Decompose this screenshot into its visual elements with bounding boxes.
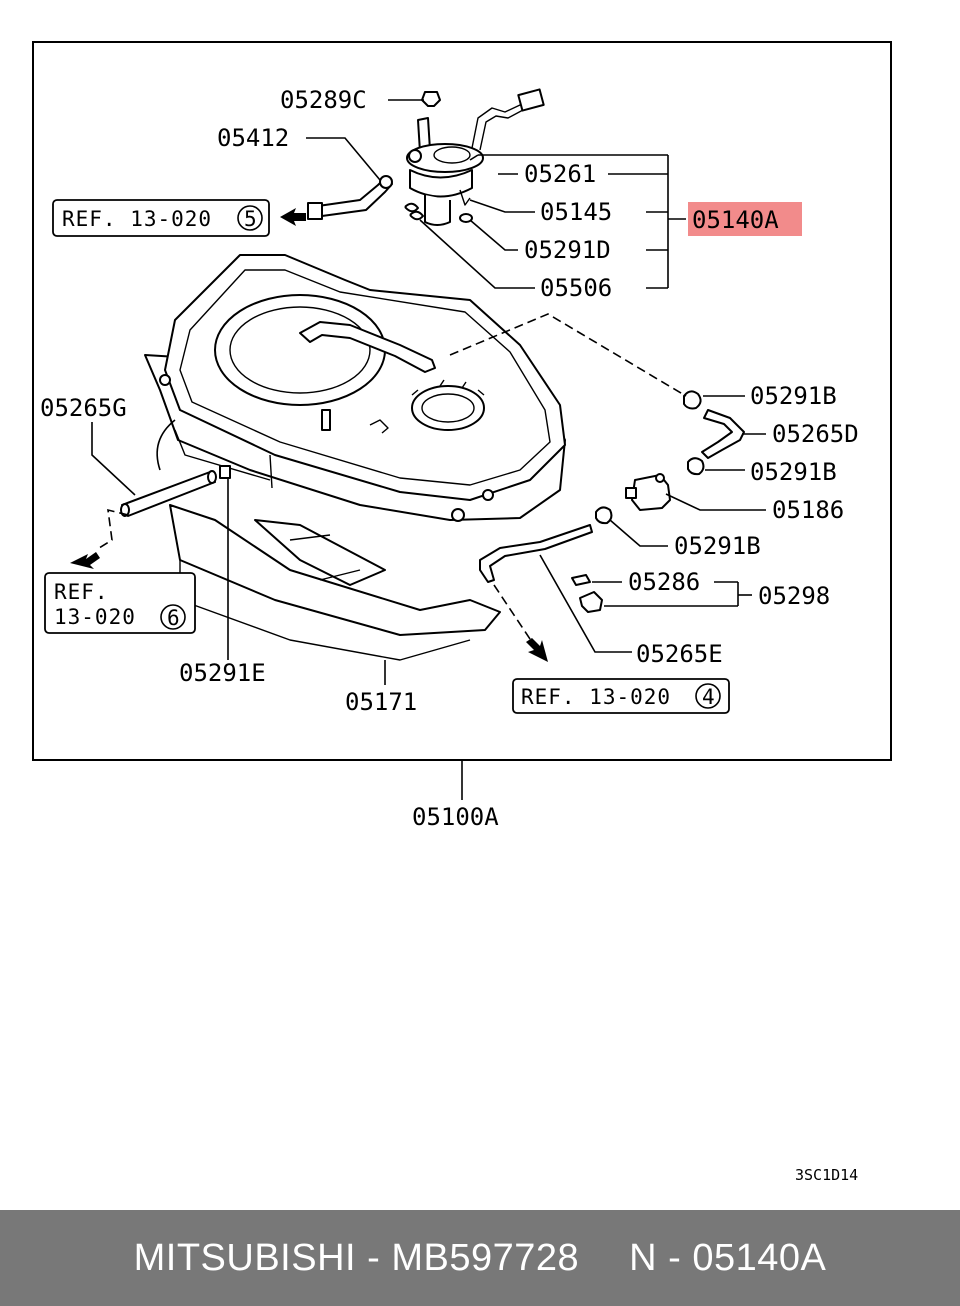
label-05186[interactable]: 05186 (772, 496, 844, 524)
ref-6-number: 6 (167, 606, 181, 630)
footer-bar: MITSUBISHI - MB597728 N - 05140A (0, 1210, 960, 1306)
label-05140A[interactable]: 05140A (692, 206, 779, 234)
label-05412[interactable]: 05412 (217, 124, 289, 152)
label-05291D[interactable]: 05291D (524, 236, 611, 264)
label-05100A[interactable]: 05100A (412, 803, 499, 831)
fuel-line-05412-drawing (307, 175, 393, 220)
label-05171[interactable]: 05171 (345, 688, 417, 716)
label-05506[interactable]: 05506 (540, 274, 612, 302)
fuel-tank-drawing (144, 254, 566, 661)
ref-5-number: 5 (244, 207, 258, 231)
label-05291B-1[interactable]: 05291B (750, 382, 837, 410)
label-05291E[interactable]: 05291E (179, 659, 266, 687)
ref-box-6[interactable]: REF. 13-020 6 (44, 572, 196, 634)
label-05265E[interactable]: 05265E (636, 640, 723, 668)
ref-arrows (70, 208, 548, 662)
arrow-ref5-icon (280, 208, 306, 226)
label-05289C[interactable]: 05289C (280, 86, 367, 114)
footer-brand-part-number: MITSUBISHI - MB597728 (133, 1236, 580, 1279)
ref-box-5[interactable]: REF. 13-020 5 (52, 199, 270, 237)
ref-5-text: REF. 13-020 (62, 207, 212, 231)
ref-box-4[interactable]: REF. 13-020 4 (512, 678, 730, 714)
label-05265D[interactable]: 05265D (772, 420, 859, 448)
figure-code: 3SC1D14 (795, 1166, 858, 1184)
label-05261[interactable]: 05261 (524, 160, 596, 188)
hoses-and-valve-drawing (479, 390, 745, 613)
fuel-pump-assembly-drawing (404, 88, 545, 226)
parts-diagram: 05289C 05412 05261 05145 05140A 05291D 0… (32, 41, 892, 1184)
part-labels: 05289C 05412 05261 05145 05140A 05291D 0… (40, 86, 859, 831)
label-05291B-3[interactable]: 05291B (674, 532, 761, 560)
label-05145[interactable]: 05145 (540, 198, 612, 226)
highlight-05140A (688, 202, 802, 236)
ref-6-text-line1: REF. (54, 580, 109, 604)
ref-6-text-line2: 13-020 (54, 605, 136, 629)
label-05265G[interactable]: 05265G (40, 394, 127, 422)
left-hose-drawing (120, 465, 231, 517)
label-05298[interactable]: 05298 (758, 582, 830, 610)
arrow-ref6-icon (70, 552, 100, 569)
ref-4-number: 4 (702, 685, 716, 709)
leader-lines (91, 99, 766, 800)
footer-reference-number: N - 05140A (629, 1236, 827, 1279)
ref-4-text: REF. 13-020 (521, 685, 671, 709)
arrow-ref4-icon (526, 638, 548, 662)
label-05286[interactable]: 05286 (628, 568, 700, 596)
label-05291B-2[interactable]: 05291B (750, 458, 837, 486)
